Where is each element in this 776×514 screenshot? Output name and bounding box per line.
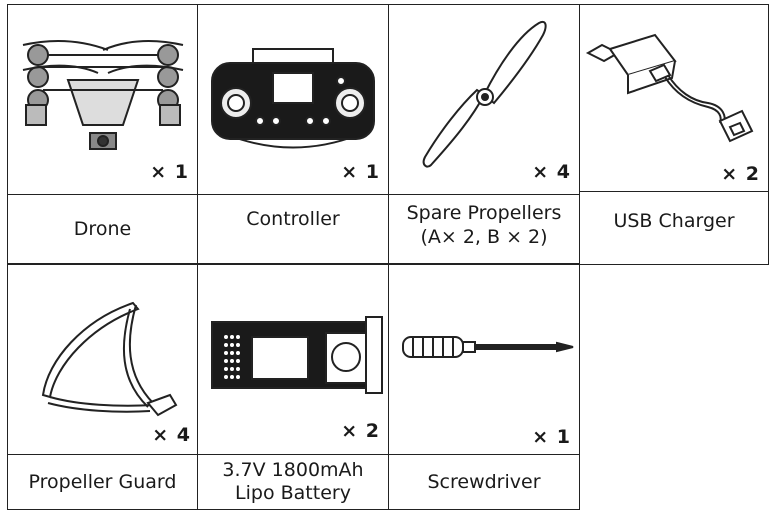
item-cell-screwdriver: × 1 (388, 264, 580, 455)
label-usb-charger: USB Charger (613, 210, 735, 232)
quantity-usb-charger: × 2 (721, 163, 760, 185)
item-cell-usb-charger: × 2 (579, 4, 769, 192)
usb-charger-icon (585, 33, 754, 143)
label-spare-propellers: Spare Propellers (A× 2, B × 2) (406, 202, 562, 248)
label-controller: Controller (246, 208, 340, 230)
label-cell-controller: Controller (197, 194, 389, 264)
item-cell-controller: × 1 (197, 4, 389, 195)
label-cell-screwdriver: Screwdriver (388, 454, 580, 510)
quantity-screwdriver: × 1 (532, 426, 571, 448)
label-cell-propeller-guard: Propeller Guard (7, 454, 198, 510)
label-screwdriver: Screwdriver (427, 471, 541, 493)
propeller-guard-icon (41, 301, 178, 417)
item-cell-propeller-guard: × 4 (7, 264, 198, 455)
drone-icon (22, 40, 184, 150)
controller-icon (211, 48, 375, 149)
quantity-propeller-guard: × 4 (152, 424, 191, 446)
label-cell-usb-charger: USB Charger (579, 191, 769, 265)
propeller-icon (422, 21, 547, 168)
item-cell-spare-propellers: × 4 (388, 4, 580, 195)
item-cell-battery: × 2 (197, 264, 389, 455)
label-cell-drone: Drone (7, 194, 198, 264)
quantity-spare-propellers: × 4 (532, 161, 571, 183)
label-cell-battery: 3.7V 1800mAh Lipo Battery (197, 454, 389, 510)
label-cell-spare-propellers: Spare Propellers (A× 2, B × 2) (388, 194, 580, 264)
quantity-drone: × 1 (150, 161, 189, 183)
item-cell-drone: × 1 (7, 4, 198, 195)
label-battery: 3.7V 1800mAh Lipo Battery (222, 459, 364, 504)
label-drone: Drone (73, 218, 132, 240)
battery-icon (211, 316, 383, 394)
label-propeller-guard: Propeller Guard (28, 471, 177, 493)
quantity-battery: × 2 (341, 420, 380, 442)
screwdriver-icon (402, 336, 574, 358)
quantity-controller: × 1 (341, 161, 380, 183)
